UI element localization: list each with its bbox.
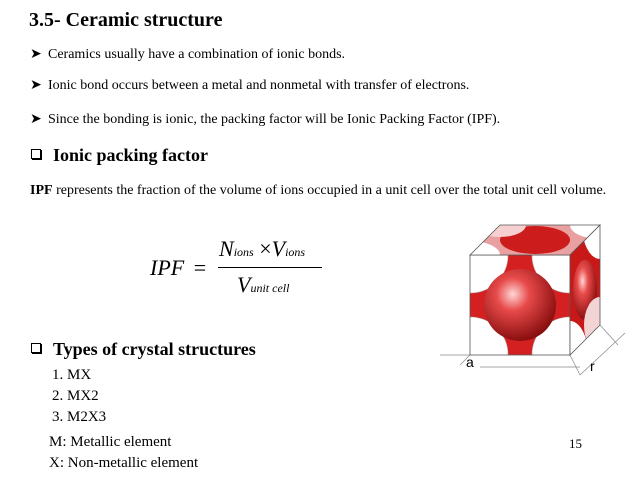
- ipf-term: IPF: [30, 183, 53, 198]
- face-center-sphere: [484, 269, 556, 341]
- edge-label-a: a: [466, 354, 474, 370]
- formula-den-sub: unit cell: [250, 281, 290, 295]
- square-bullet-icon: [31, 149, 41, 159]
- bullet-2-text: Ionic bond occurs between a metal and no…: [48, 78, 470, 93]
- section-heading-ipf-text: Ionic packing factor: [53, 145, 208, 165]
- bullet-1-text: Ceramics usually have a combination of i…: [48, 47, 346, 62]
- ipf-definition: IPF represents the fraction of the volum…: [30, 181, 615, 201]
- formula-num-v: V: [271, 236, 286, 261]
- definition-m: M: Metallic element: [49, 434, 172, 450]
- formula-num-n: N: [219, 236, 234, 261]
- radius-label-r: r: [590, 358, 595, 374]
- formula-lhs: IPF =: [150, 255, 206, 281]
- structure-item-1: 1. MX: [52, 367, 92, 383]
- formula-denominator: Vunit cell: [237, 272, 289, 298]
- structure-item-2: 2. MX2: [52, 388, 99, 404]
- formula-lhs-text: IPF: [150, 255, 185, 280]
- formula-den-v: V: [237, 272, 251, 297]
- bullet-2: ➤ Ionic bond occurs between a metal and n…: [30, 77, 469, 94]
- bullet-1: ➤ Ceramics usually have a combination of …: [30, 46, 345, 63]
- front-face: [470, 255, 570, 355]
- formula-num-n-sub: ions: [233, 245, 254, 259]
- slide-title: 3.5- Ceramic structure: [29, 9, 223, 31]
- structure-item-3: 3. M2X3: [52, 409, 107, 425]
- section-heading-types: Types of crystal structures: [31, 339, 256, 360]
- page-number: 15: [569, 436, 582, 451]
- arrow-bullet-icon: ➤: [30, 112, 42, 127]
- ipf-definition-text: represents the fraction of the volume of…: [52, 183, 607, 198]
- bullet-3: ➤ Since the bonding is ionic, the packing…: [30, 111, 500, 128]
- grid-lines: [440, 324, 626, 376]
- fraction-bar: [218, 267, 322, 268]
- formula-equals: =: [193, 255, 207, 280]
- bullet-3-text: Since the bonding is ionic, the packing …: [48, 112, 501, 127]
- arrow-bullet-icon: ➤: [30, 78, 42, 93]
- formula-num-v-sub: ions: [285, 245, 306, 259]
- unit-cell-figure: a r: [440, 224, 626, 376]
- arrow-bullet-icon: ➤: [30, 47, 42, 62]
- section-heading-ipf: Ionic packing factor: [31, 145, 208, 166]
- formula-numerator: Nions ×Vions: [219, 236, 305, 262]
- square-bullet-icon: [31, 343, 41, 353]
- formula-times: ×: [259, 236, 272, 261]
- definition-x: X: Non-metallic element: [49, 455, 199, 471]
- section-heading-types-text: Types of crystal structures: [53, 339, 256, 359]
